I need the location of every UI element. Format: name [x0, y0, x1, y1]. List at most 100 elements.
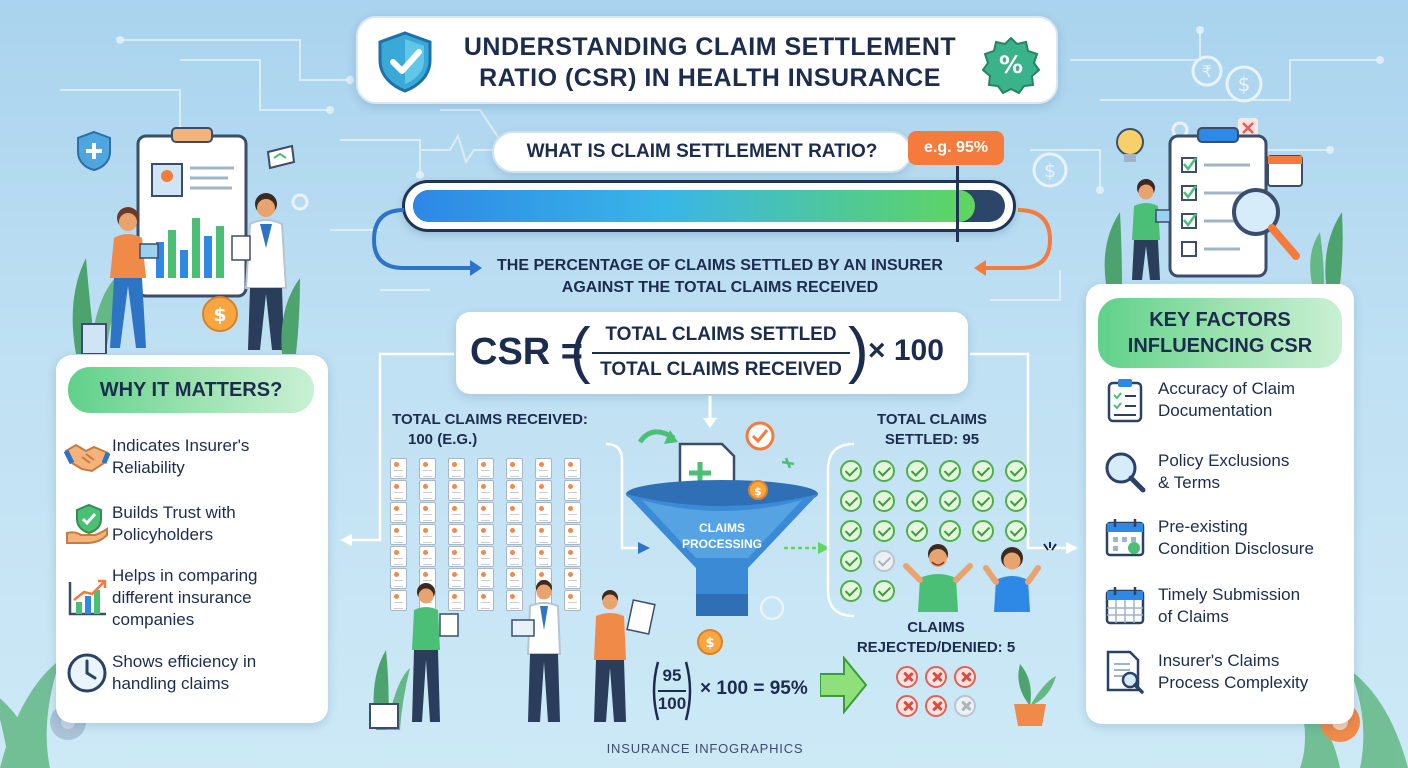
example-badge: e.g. 95% — [908, 131, 1004, 165]
why-item-comparing: Helps in comparing different insurance c… — [62, 565, 258, 631]
claim-document-tile — [448, 568, 465, 589]
doctor-and-patient-illustration: $ — [72, 127, 309, 354]
title-line-2: RATIO (CSR) IN HEALTH INSURANCE — [479, 64, 941, 92]
rejected-label-line-1: CLAIMS — [907, 619, 965, 636]
received-claims-grid — [390, 458, 620, 611]
claim-document-tile — [477, 546, 494, 567]
claim-document-tile — [477, 590, 494, 611]
processing-label-line-2: PROCESSING — [681, 537, 762, 551]
settled-check-icon — [939, 460, 961, 482]
svg-text:₹: ₹ — [1202, 62, 1212, 81]
claim-document-tile — [390, 524, 407, 545]
received-to-funnel-arrow — [605, 442, 650, 554]
claim-document-tile — [448, 480, 465, 501]
why-item-line: Reliability — [112, 458, 185, 477]
settled-check-icon — [972, 520, 994, 542]
rejected-claims-grid — [896, 666, 986, 722]
office-workers-illustration — [369, 580, 656, 730]
dollar-coin-icon: $ — [1225, 65, 1263, 103]
claim-document-tile — [419, 524, 436, 545]
claim-document-tile — [390, 568, 407, 589]
rejected-x-icon — [954, 666, 976, 688]
svg-text:$: $ — [705, 636, 714, 651]
claim-document-tile — [419, 502, 436, 523]
settled-label-line-2: SETTLED: 95 — [884, 431, 980, 448]
magnifier-icon — [1100, 450, 1150, 494]
settled-bracket — [826, 442, 855, 618]
claim-document-tile — [535, 480, 552, 501]
calc-numerator: 95 — [662, 666, 682, 685]
settled-check-icon — [873, 520, 895, 542]
factor-item-preexisting: Pre-existing Condition Disclosure — [1100, 516, 1314, 560]
settled-check-icon — [873, 580, 895, 602]
claim-document-tile — [535, 546, 552, 567]
potted-plant-icon — [1014, 664, 1056, 726]
settled-check-icon — [939, 490, 961, 512]
settled-check-icon — [840, 460, 862, 482]
factor-item-line: of Claims — [1158, 607, 1229, 626]
claim-document-tile — [506, 480, 523, 501]
factor-item-text: Timely Submission of Claims — [1158, 584, 1300, 628]
clipboard-icon — [1100, 378, 1150, 423]
factor-item-complexity: Insurer's Claims Process Complexity — [1100, 650, 1308, 694]
calendar-grid-icon — [1100, 584, 1150, 628]
dollar-coin-icon-2: $ — [1032, 152, 1068, 188]
why-item-line: handling claims — [112, 674, 230, 693]
page-title: UNDERSTANDING CLAIM SETTLEMENT RATIO (CS… — [450, 32, 970, 94]
percent-badge-icon: % — [982, 36, 1040, 94]
progress-marker — [956, 166, 959, 242]
settled-check-icon — [873, 460, 895, 482]
rejected-label-line-2: REJECTED/DENIED: 5 — [856, 639, 1016, 656]
claim-document-tile — [535, 524, 552, 545]
processing-label-line-1: CLAIMS — [699, 521, 745, 535]
why-item-line: Policyholders — [112, 525, 214, 544]
why-item-line: companies — [112, 610, 195, 629]
settled-label: TOTAL CLAIMS SETTLED: 95 — [842, 410, 1022, 450]
settled-check-icon — [873, 550, 895, 572]
why-item-reliability: Indicates Insurer's Reliability — [62, 435, 249, 479]
settled-check-icon — [939, 520, 961, 542]
checklist-review-illustration — [1104, 118, 1343, 284]
claim-document-tile — [564, 546, 581, 567]
factor-item-text: Policy Exclusions & Terms — [1158, 450, 1289, 494]
settled-label-line-1: TOTAL CLAIMS — [877, 411, 987, 428]
factor-item-documentation: Accuracy of Claim Documentation — [1100, 378, 1295, 423]
funnel-to-settled-arrow — [784, 542, 830, 554]
factor-item-line: & Terms — [1158, 473, 1221, 492]
claim-document-tile — [390, 502, 407, 523]
shield-check-icon — [378, 31, 432, 93]
calc-denominator: 100 — [657, 694, 687, 713]
why-item-text: Indicates Insurer's Reliability — [112, 435, 249, 479]
settled-check-icon — [840, 490, 862, 512]
shield-hand-icon — [62, 502, 112, 546]
formula-lhs: CSR = — [470, 331, 583, 373]
calc-result: × 100 = 95% — [700, 678, 808, 699]
claim-document-tile — [535, 458, 552, 479]
claim-document-tile — [477, 480, 494, 501]
progress-track — [413, 190, 1005, 222]
formula-fraction-line — [592, 352, 850, 354]
calc-parentheses — [652, 661, 692, 721]
claim-document-tile — [506, 568, 523, 589]
claim-document-tile — [390, 480, 407, 501]
down-arrow-icon — [703, 396, 717, 428]
received-label: TOTAL CLAIMS RECEIVED: 100 (e.g.) — [380, 410, 600, 450]
factor-item-line: Insurer's Claims — [1158, 651, 1280, 670]
key-factors-card: KEY FACTORS INFLUENCING CSR Accuracy of … — [1086, 284, 1354, 724]
factor-item-timely: Timely Submission of Claims — [1100, 584, 1300, 628]
settled-check-icon — [1005, 490, 1027, 512]
settled-check-icon — [840, 580, 862, 602]
settled-check-icon — [972, 490, 994, 512]
claim-document-tile — [448, 546, 465, 567]
formula-close-paren: ) — [848, 316, 869, 385]
why-it-matters-card: WHY IT MATTERS? Indicates Insurer's Reli… — [56, 355, 328, 723]
received-label-line-2: 100 (e.g.) — [408, 431, 478, 448]
formula-rhs: × 100 — [868, 334, 944, 367]
settled-check-icon — [840, 550, 862, 572]
definition-text: THE PERCENTAGE OF CLAIMS SETTLED BY AN I… — [440, 255, 1000, 299]
progress-fill — [413, 190, 976, 222]
claim-document-tile — [506, 524, 523, 545]
why-item-line: Helps in comparing — [112, 566, 258, 585]
title-line-1: UNDERSTANDING CLAIM SETTLEMENT — [463, 33, 957, 61]
claim-document-tile — [477, 458, 494, 479]
